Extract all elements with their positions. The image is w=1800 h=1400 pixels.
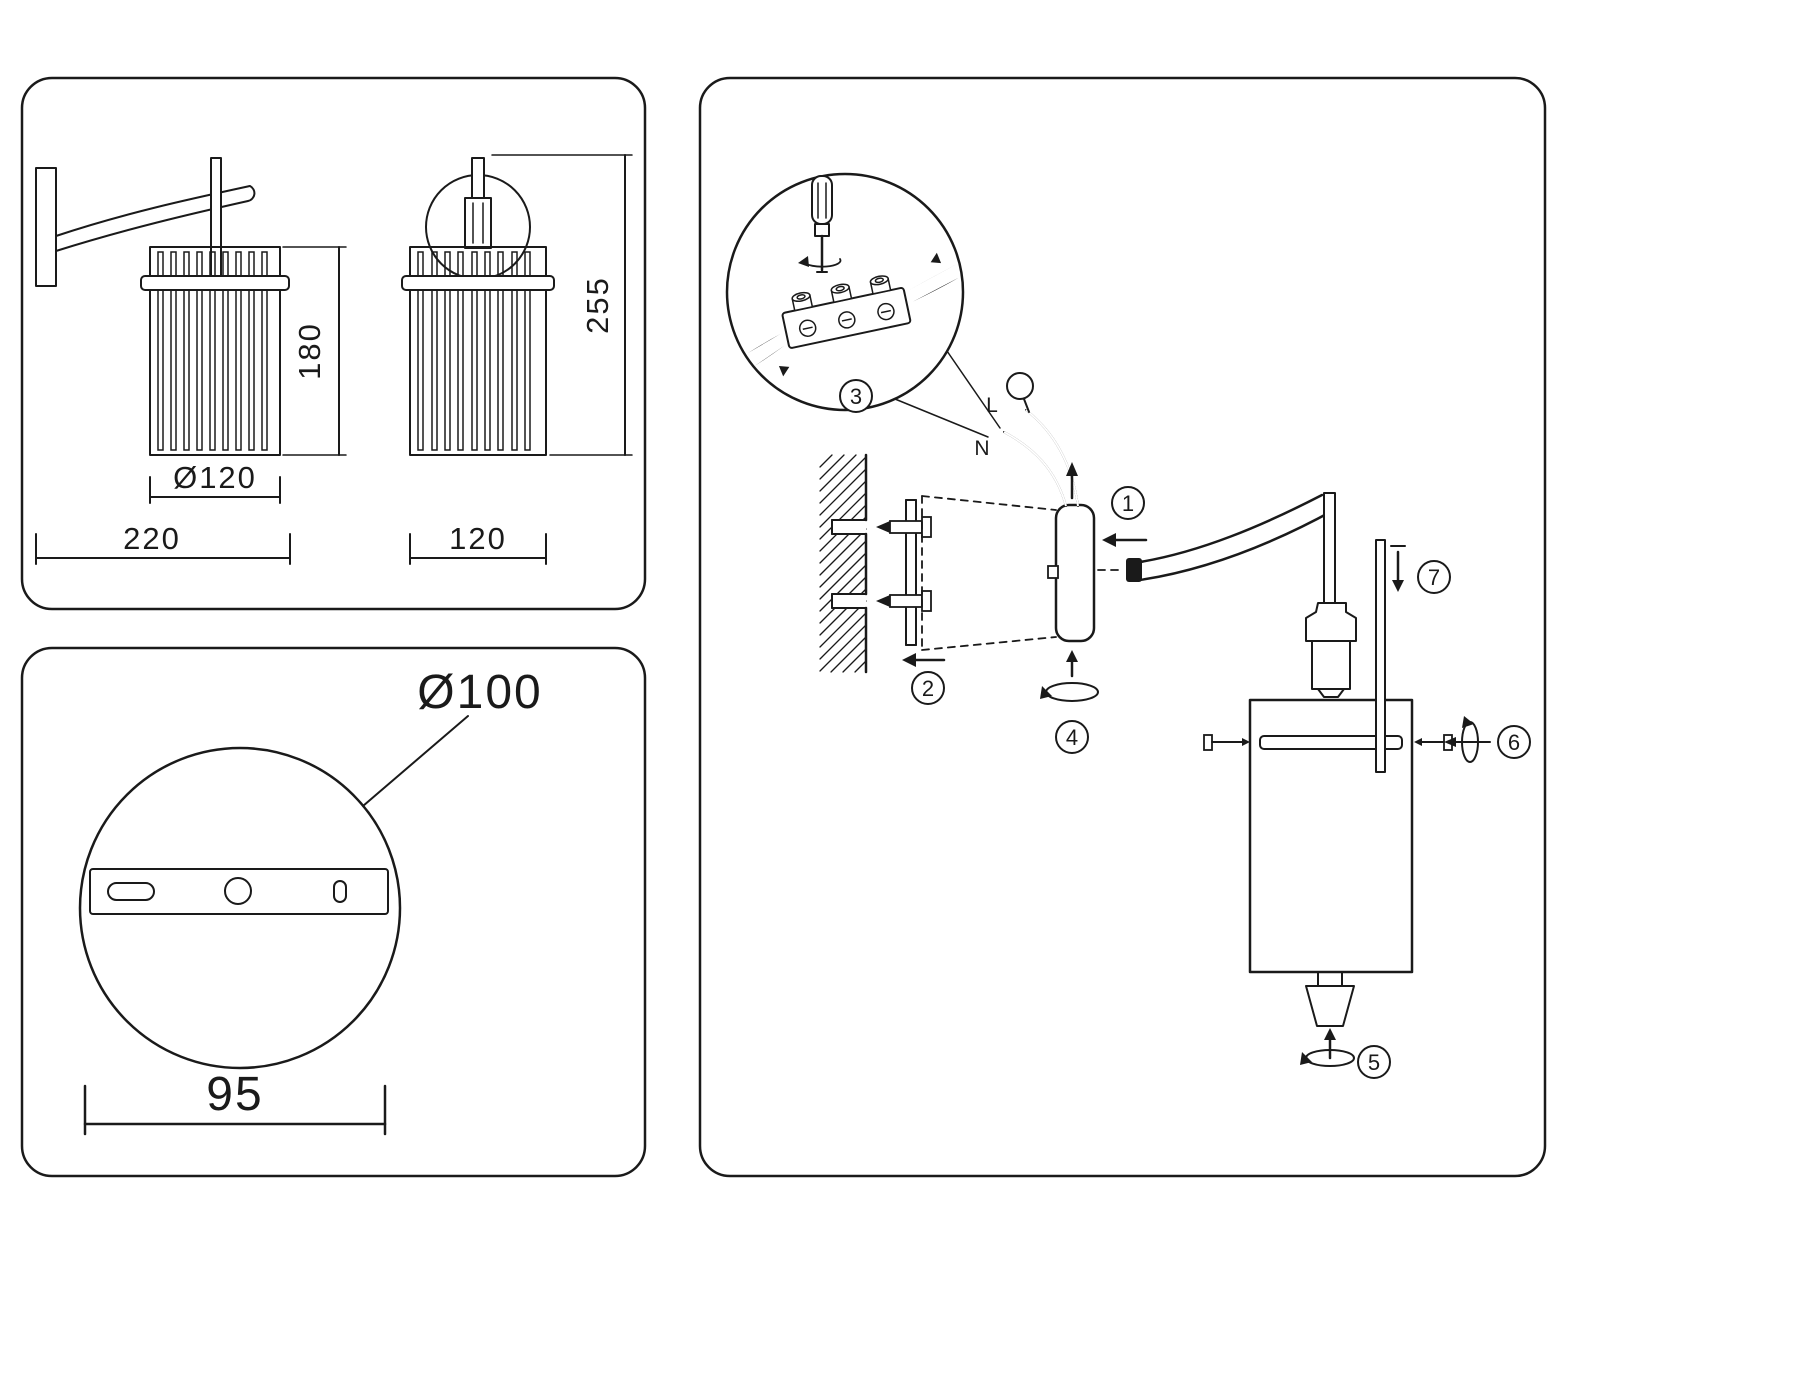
panel-installation: 3: [698, 76, 1547, 1178]
canopy-assembly: N L: [921, 372, 1096, 651]
shade-outline-front: [409, 246, 547, 456]
panel-border: [698, 76, 1547, 1178]
curved-arm: [55, 185, 256, 252]
dimension-overall-width: 120: [409, 521, 547, 565]
wall-screw: [876, 590, 932, 612]
panel-dimension-views: 180 Ø120 220: [20, 76, 647, 611]
cord-connector: [1126, 558, 1142, 582]
cord-boss: [1047, 565, 1059, 579]
shade-outline: [149, 246, 281, 456]
projection-line: [921, 636, 1057, 651]
stem-rod: [210, 157, 222, 285]
slide-arrow-down: [1390, 545, 1406, 592]
plate-diameter-label: Ø100: [417, 666, 542, 719]
screwdriver-icon: [798, 175, 842, 273]
wall-section: [819, 453, 868, 674]
insert-arrow-up: [1066, 462, 1078, 500]
center-hole: [224, 877, 252, 905]
step-6-number: 6: [1508, 730, 1520, 755]
hanger-rod: [1323, 492, 1336, 604]
slot-hole: [107, 882, 155, 901]
finial-cup: [1305, 971, 1355, 1027]
turn-arrow-icon: [1040, 650, 1099, 702]
panel-border: [20, 646, 647, 1178]
shade-bar: [1259, 735, 1403, 750]
direction-arrow-left: [902, 653, 946, 667]
dim-overall-height-label: 255: [580, 276, 615, 334]
dimension-overall-depth: 220: [35, 521, 291, 565]
magnifier-leader-top: [946, 350, 1001, 429]
shade-top-bar-front: [401, 275, 555, 291]
mounting-bar: [89, 868, 389, 915]
dimension-hole-spacing: 95: [83, 1068, 387, 1136]
step-2-badge: 2: [911, 671, 945, 705]
lamp-assembly: [1097, 492, 1453, 1027]
step-4-number: 4: [1066, 725, 1078, 750]
lamp-socket: [1305, 602, 1357, 698]
dimension-shade-diameter: Ø120: [149, 460, 281, 504]
step-3-badge: 3: [839, 379, 873, 413]
step-7-badge: 7: [1417, 560, 1451, 594]
wall-drill-hole: [831, 519, 867, 535]
wire-l-label: L: [986, 394, 998, 417]
dim-shade-height-label: 180: [292, 322, 327, 380]
cord: [1138, 493, 1324, 564]
wall-drill-hole: [831, 593, 867, 609]
shade-slats-front: [417, 251, 531, 451]
front-view-drawing: [401, 157, 555, 456]
turn-arrow-icon: [1300, 1028, 1355, 1067]
dim-depth-label: 220: [123, 521, 181, 556]
stem-connector: [464, 197, 492, 249]
step-3-number: 3: [850, 384, 862, 409]
dim-width-label: 120: [449, 521, 507, 556]
wall-hatching: [819, 454, 867, 673]
magnifier-circle: [725, 172, 965, 412]
plate-spacing-label: 95: [206, 1068, 263, 1121]
step-2-number: 2: [922, 676, 934, 701]
side-view-drawing: [35, 157, 290, 456]
step-6-badge: 6: [1497, 725, 1531, 759]
leader-line: [362, 715, 469, 807]
step-5-number: 5: [1368, 1050, 1380, 1075]
turn-arrow-icon: [1444, 716, 1491, 763]
step-7-number: 7: [1428, 565, 1440, 590]
shade-top-bar: [140, 275, 290, 291]
detail-magnifier: 3: [725, 172, 1001, 438]
dimension-overall-height: 255: [491, 154, 633, 456]
mount-plate-drawing: Ø100: [78, 666, 542, 1070]
wire-n-label: N: [974, 437, 989, 460]
stem-rod-front: [471, 157, 485, 203]
projection-line: [921, 495, 1057, 511]
step-4-badge: 4: [1055, 720, 1089, 754]
step-5-badge: 5: [1357, 1045, 1391, 1079]
shade-slats: [157, 251, 268, 451]
support-rod: [1375, 539, 1386, 773]
wall-plate: [35, 167, 57, 287]
canopy-circle: [78, 746, 402, 1070]
wire-live: [1025, 409, 1079, 507]
keyhole: [333, 880, 347, 903]
step-1-badge: 1: [1111, 486, 1145, 520]
ground-lead: [1023, 398, 1030, 413]
direction-arrow-left: [1102, 533, 1148, 547]
ground-symbol-icon: [1006, 372, 1034, 400]
panel-mounting-plate: Ø100 95: [20, 646, 647, 1178]
panel-border: [20, 76, 647, 611]
side-screw: [1203, 734, 1250, 751]
dim-shade-diameter-label: Ø120: [173, 460, 257, 495]
dimension-shade-height: 180: [282, 246, 347, 456]
magnifier-leader-bottom: [894, 398, 989, 438]
terminal-screws: [791, 275, 895, 337]
cord: [1138, 508, 1336, 582]
step-1-number: 1: [1122, 491, 1134, 516]
canopy-plate: [1054, 503, 1096, 643]
